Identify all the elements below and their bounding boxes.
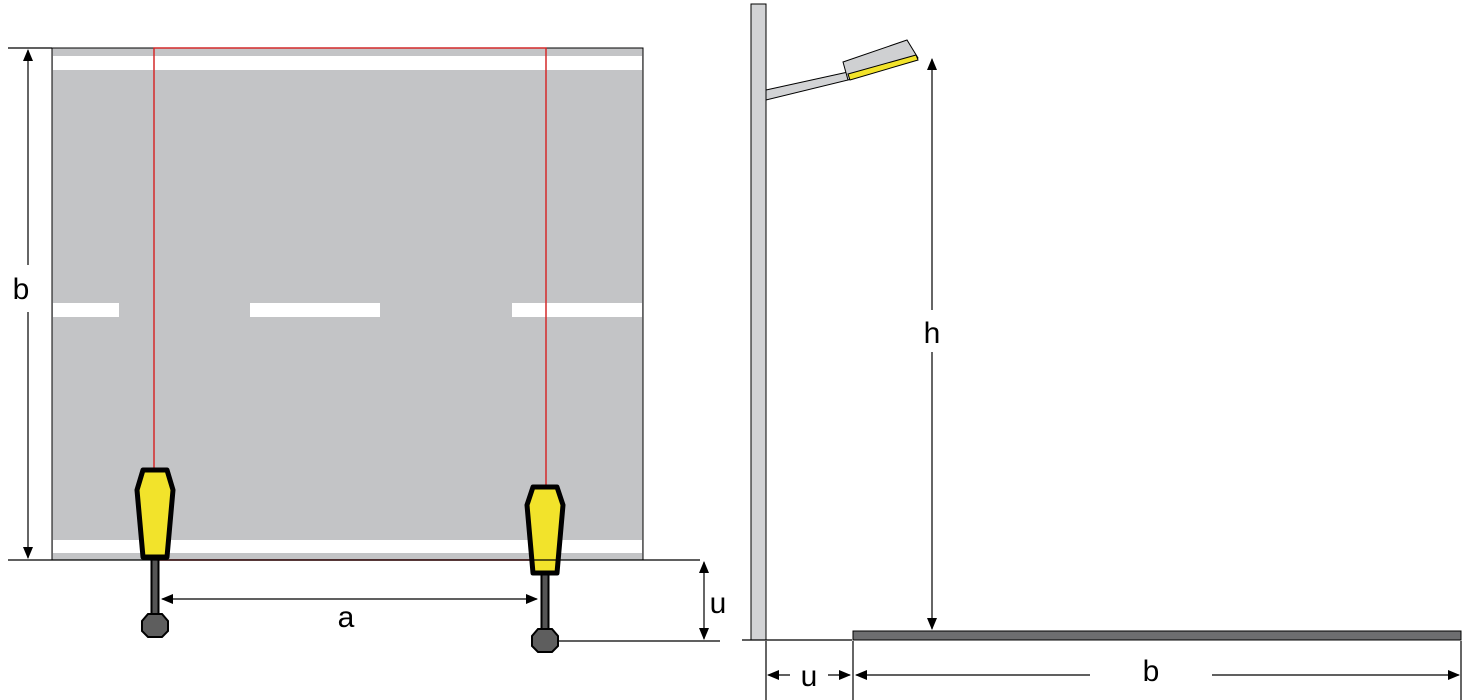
luminaire-right-head [524,484,566,576]
edge-line-bottom [53,540,642,553]
lamp-bulb [847,54,919,81]
center-dash-3 [512,303,642,317]
dim-label-b-plan: b [13,273,30,306]
dim-label-u-section: u [801,660,818,693]
luminaire-left-base [141,613,169,638]
lamp-pole [750,3,767,641]
edge-line-top [53,56,642,70]
calculation-field-frame [153,47,547,487]
dim-label-h: h [924,317,941,350]
luminaire-left [134,467,176,638]
luminaire-left-head [134,467,176,560]
dim-label-u-plan: u [710,587,727,620]
center-dash-1 [53,303,119,317]
dim-label-a: a [338,601,355,634]
luminaire-right [524,484,566,653]
plan-view: b a u [8,47,727,653]
section-view: h u b [742,3,1462,700]
road-section [852,630,1462,641]
luminaire-right-base [531,628,559,653]
center-dash-2 [250,303,380,317]
lamp-arm [765,71,849,101]
dim-label-b-section: b [1143,655,1160,688]
